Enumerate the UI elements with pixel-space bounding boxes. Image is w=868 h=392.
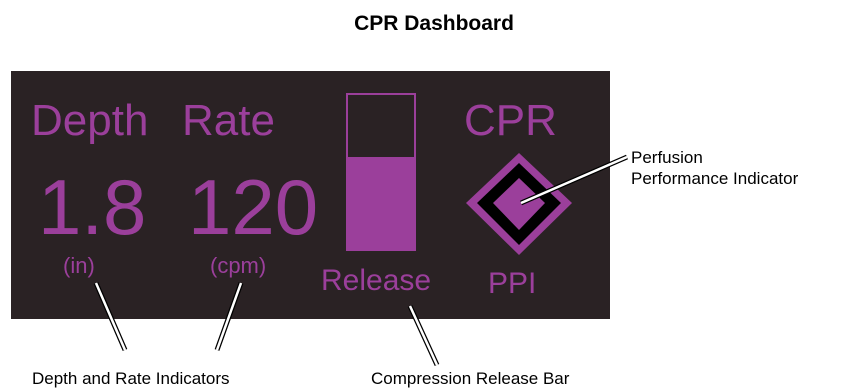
depth-value: 1.8: [38, 163, 147, 251]
depth-label: Depth: [31, 96, 149, 145]
depth-callout-line: [93, 282, 128, 351]
rate-unit: (cpm): [210, 253, 267, 278]
release-bar-callout-text: Compression Release Bar: [371, 369, 570, 388]
release-bar-fill: [348, 156, 414, 249]
compression-release-bar: [346, 93, 416, 251]
rate-value: 120: [188, 163, 319, 251]
cpr-label: CPR: [464, 96, 557, 145]
rate-callout-line: [214, 282, 244, 351]
ppi-diamond-icon: [466, 153, 572, 255]
ppi-callout-text: Perfusion Performance Indicator: [631, 147, 798, 190]
ppi-callout-line1: Perfusion: [631, 148, 703, 167]
ppi-callout-line: [520, 154, 628, 206]
release-callout-line: [407, 304, 440, 367]
ppi-label: PPI: [488, 267, 537, 300]
rate-label: Rate: [182, 96, 275, 145]
release-label: Release: [321, 264, 432, 297]
ppi-callout-line2: Performance Indicator: [631, 169, 799, 189]
depth-unit: (in): [63, 253, 95, 278]
diagram-title: CPR Dashboard: [354, 12, 514, 35]
depth-rate-callout-text: Depth and Rate Indicators: [32, 369, 230, 388]
